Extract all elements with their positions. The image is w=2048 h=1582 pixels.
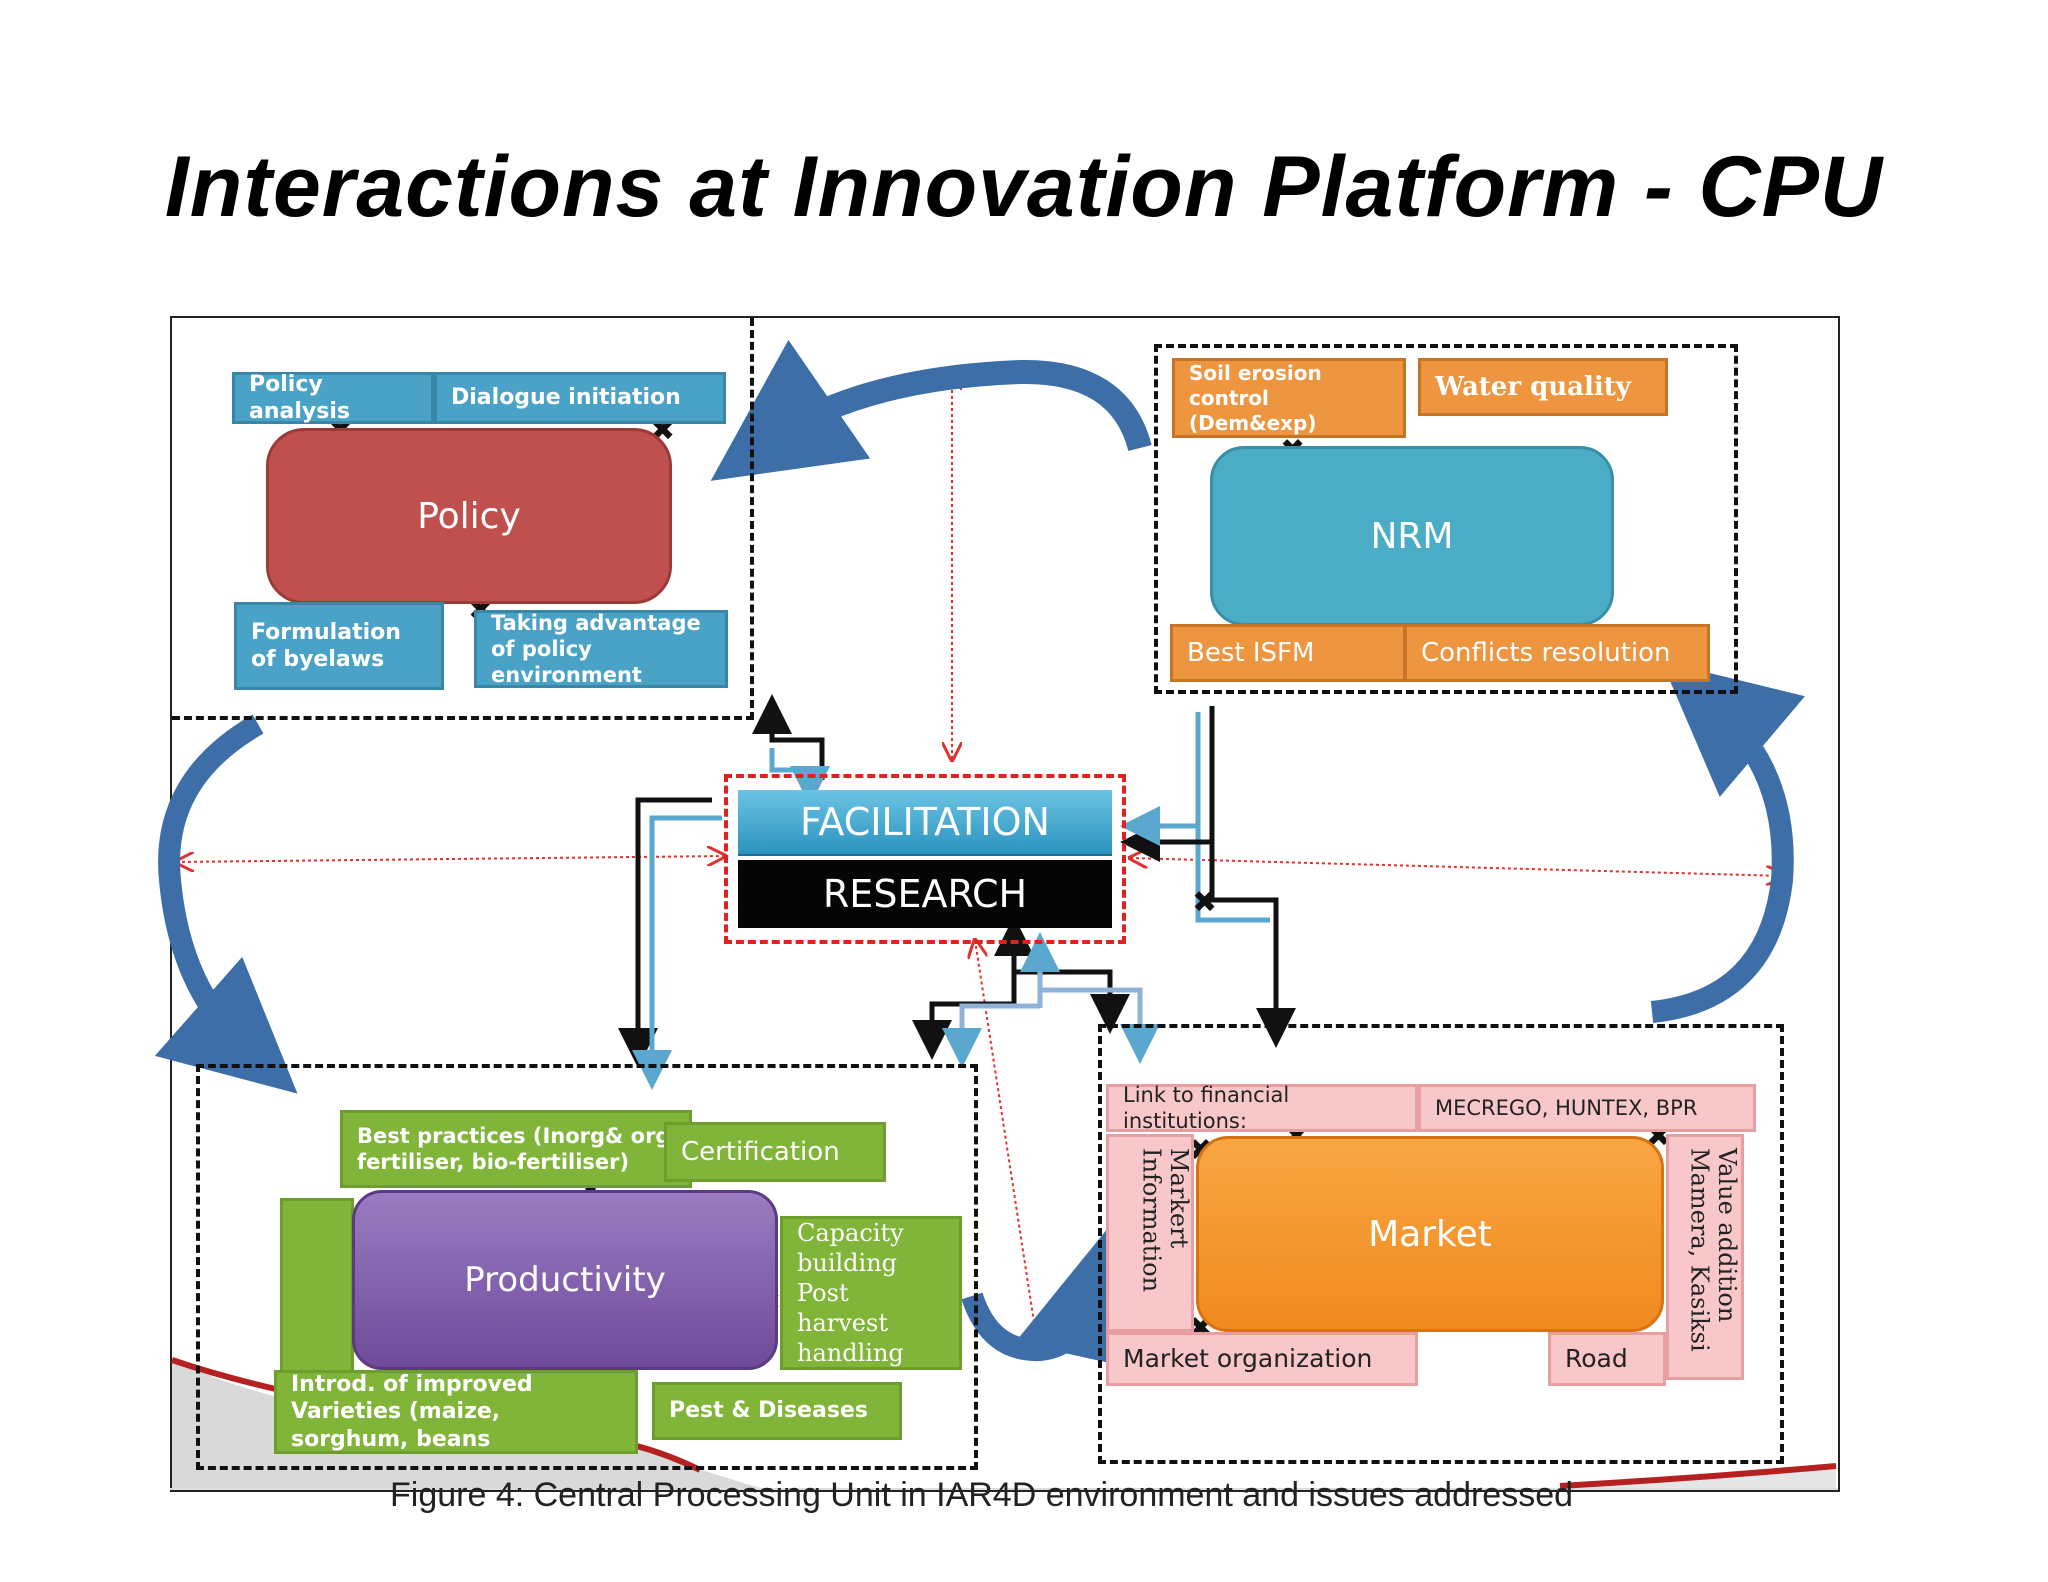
tag-certification: Certification [664,1122,886,1182]
policy-node-label: Policy [417,495,521,537]
tag-dialogue-initiation-label: Dialogue initiation [451,385,681,411]
tag-dialogue-initiation: Dialogue initiation [434,372,726,424]
tag-link-financial: Link to financial institutions: [1106,1082,1418,1133]
tag-best-practices: Best practices (Inorg& org fertiliser, b… [340,1110,692,1188]
tag-pest-diseases: Pest & Diseases [652,1382,902,1440]
tag-taking-advantage-label: Taking advantage of policy environment [491,610,701,688]
market-node-label: Market [1368,1213,1492,1255]
tag-road: Road [1548,1332,1666,1386]
tag-best-isfm-label: Best ISFM [1187,637,1315,668]
research-label: RESEARCH [822,872,1028,916]
tag-market-information [1106,1134,1194,1332]
curve-arrow-top [710,339,1152,481]
tag-value-addition [1666,1134,1744,1380]
tag-soil-erosion-control: Soil erosion control (Dem&exp) [1172,358,1406,438]
curve-arrow-bottom [961,1227,1145,1371]
tag-best-practices-label: Best practices (Inorg& org fertiliser, b… [357,1123,671,1174]
tag-conflicts-resolution: Conflicts resolution [1404,624,1710,682]
tag-water-quality: Water quality [1418,358,1668,416]
facilitation-box: FACILITATION [738,790,1112,856]
tag-varieties-label: Introd. of improved Varieties (maize, so… [291,1371,533,1452]
curve-arrow-right [1650,661,1806,1023]
curve-arrow-left [154,714,298,1094]
market-node: Market [1196,1136,1664,1332]
market-group [1098,1024,1784,1464]
policy-group [172,318,754,720]
tag-mecrego-label: MECREGO, HUNTEX, BPR [1435,1095,1698,1120]
figure-caption: Figure 4: Central Processing Unit in IAR… [390,1476,1574,1514]
tag-taking-advantage: Taking advantage of policy environment [474,610,728,688]
research-box: RESEARCH [738,860,1112,928]
tag-certification-label: Certification [681,1136,840,1167]
tag-formulation-of-byelaws: Formulation of byelaws [234,602,444,690]
policy-node: Policy [266,428,672,604]
tag-policy-analysis: Policy analysis [232,372,434,424]
tag-policy-analysis-label: Policy analysis [249,371,350,425]
tag-best-isfm: Best ISFM [1170,624,1406,682]
productivity-group [196,1064,978,1470]
swoosh-left [172,1360,760,1488]
tag-market-organization-label: Market organization [1123,1344,1373,1374]
page-title: Interactions at Innovation Platform - CP… [164,139,1884,235]
tag-mecrego: MECREGO, HUNTEX, BPR [1418,1084,1756,1132]
nrm-node-label: NRM [1370,515,1454,557]
tag-road-label: Road [1565,1344,1628,1374]
tag-formulation-label: Formulation of byelaws [251,619,401,673]
productivity-node: Productivity [352,1190,778,1370]
nrm-node: NRM [1210,446,1614,626]
frame-bottom-line [170,1488,1838,1490]
hub-group [724,774,1126,944]
tag-water-quality-label: Water quality [1435,371,1631,402]
productivity-node-label: Productivity [464,1259,666,1300]
nrm-group [1154,344,1738,694]
tag-market-information-label: Markert Information [1137,1148,1193,1293]
tag-pest-label: Pest & Diseases [669,1398,868,1424]
tag-soil-erosion-label: Soil erosion control (Dem&exp) [1189,360,1322,435]
tag-market-organization: Market organization [1106,1332,1418,1386]
tag-capacity-building: Capacity building Post harvest handling [780,1216,962,1370]
tag-link-financial-label: Link to financial institutions: [1123,1082,1290,1133]
tag-conflicts-label: Conflicts resolution [1421,637,1671,668]
facilitation-label: FACILITATION [800,800,1050,844]
tag-value-addition-label: Value addition Mamera, Kasiksi [1685,1148,1741,1352]
tag-capacity-label: Capacity building Post harvest handling [797,1219,904,1367]
svg-text:✖: ✖ [1192,885,1217,920]
tag-improved-varieties: Introd. of improved Varieties (maize, so… [274,1370,638,1454]
